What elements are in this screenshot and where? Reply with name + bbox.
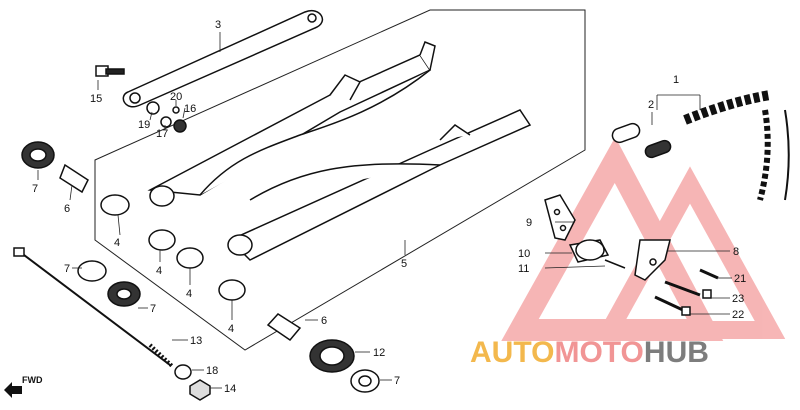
callout-13: 13	[190, 335, 202, 347]
upper-link-bar	[122, 9, 324, 108]
pivot-bolt	[13, 247, 174, 368]
svg-text:AUTOMOTOHUB: AUTOMOTOHUB	[470, 336, 709, 369]
callout-23: 23	[732, 293, 744, 305]
fwd-label: FWD	[22, 375, 43, 385]
callout-1: 1	[673, 74, 679, 86]
callout-9: 9	[526, 217, 532, 229]
callout-labels: 1 2 3 4 4 4 4 5 6 6 7 7 7 7 8 9 10 11 12…	[32, 19, 746, 395]
callout-15: 15	[90, 93, 102, 105]
callout-12: 12	[373, 347, 385, 359]
callout-4b: 4	[156, 265, 162, 277]
swing-arm	[147, 41, 532, 261]
callout-7b: 7	[64, 263, 70, 275]
pivot-bushings	[100, 185, 253, 301]
watermark-auto: AUTO	[470, 336, 554, 369]
callout-8: 8	[733, 246, 739, 258]
chain-guide-brackets	[544, 194, 671, 281]
watermark-text: AUTOMOTOHUB	[470, 336, 709, 369]
callout-21: 21	[734, 273, 746, 285]
callout-14: 14	[224, 383, 236, 395]
callout-18: 18	[206, 365, 218, 377]
bracket-bolts	[654, 268, 719, 316]
drive-chain	[683, 90, 790, 201]
callout-22: 22	[732, 309, 744, 321]
callout-4c: 4	[186, 288, 192, 300]
callout-17: 17	[156, 128, 168, 140]
watermark-moto: MOTO	[554, 336, 643, 369]
forward-arrow: FWD	[4, 375, 43, 398]
leader-lines	[37, 32, 732, 389]
callout-6b: 6	[321, 315, 327, 327]
master-link	[611, 122, 672, 159]
callout-20: 20	[170, 91, 182, 103]
seal-collar-left	[21, 141, 141, 307]
callout-19: 19	[138, 119, 150, 131]
callout-7d: 7	[394, 375, 400, 387]
lower-collar-guide	[266, 313, 380, 393]
callout-4d: 4	[228, 323, 234, 335]
nut-washer	[174, 364, 211, 401]
watermark-hub: HUB	[644, 336, 709, 369]
assembly-boundary	[94, 9, 586, 351]
callout-4a: 4	[114, 237, 120, 249]
small-hardware	[146, 101, 187, 133]
callout-3: 3	[215, 19, 221, 31]
callout-2: 2	[648, 99, 654, 111]
callout-16: 16	[184, 103, 196, 115]
callout-11: 11	[518, 263, 529, 275]
callout-5: 5	[401, 258, 407, 270]
callout-6a: 6	[64, 203, 70, 215]
callout-10: 10	[518, 248, 530, 260]
callout-7c: 7	[150, 303, 156, 315]
callout-7a: 7	[32, 183, 38, 195]
bolt-15	[95, 65, 125, 77]
